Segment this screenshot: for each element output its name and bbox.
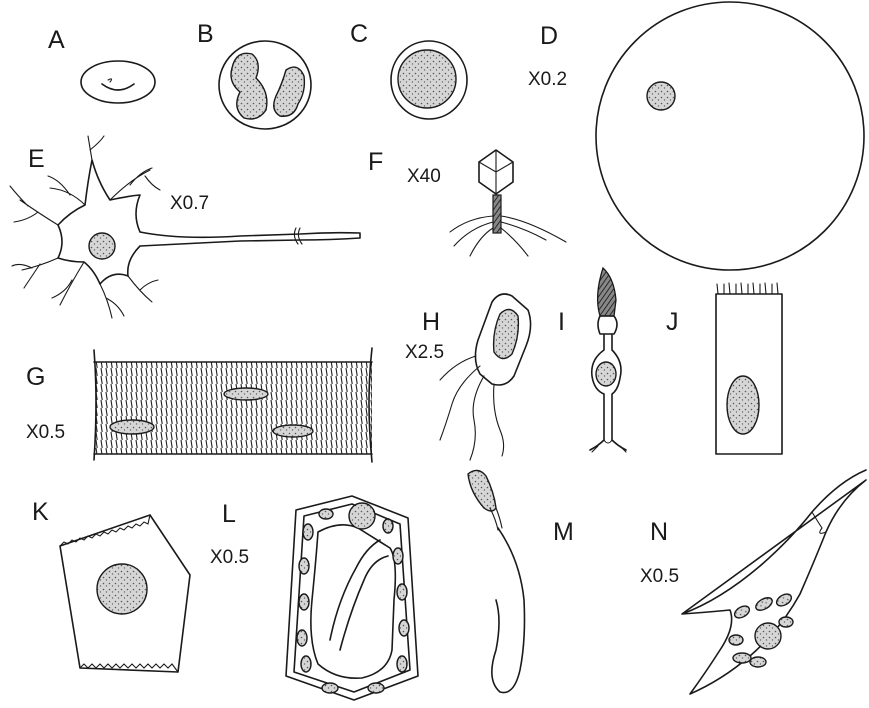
- label-J: J: [666, 308, 679, 336]
- scale-N: X0.5: [640, 566, 679, 587]
- organelles: [729, 592, 793, 667]
- scale-G: X0.5: [26, 422, 65, 443]
- scale-H: X2.5: [405, 342, 444, 363]
- label-K: K: [32, 498, 49, 526]
- label-M: M: [553, 518, 574, 546]
- smooth-muscle-cell-drawing: [682, 470, 866, 694]
- epithelial-cell-drawing: [716, 283, 782, 454]
- label-N: N: [650, 518, 668, 546]
- scale-E: X0.7: [170, 193, 209, 214]
- label-B: B: [197, 20, 214, 48]
- label-C: C: [350, 20, 368, 48]
- bacteriophage-drawing: [450, 150, 566, 256]
- chloroplasts: [297, 509, 409, 693]
- label-L: L: [222, 500, 236, 528]
- lymphocyte-drawing: [391, 41, 467, 119]
- label-G: G: [26, 363, 45, 391]
- red-blood-cell-drawing: [81, 61, 155, 103]
- bacterium-drawing: [440, 294, 531, 460]
- label-E: E: [28, 145, 45, 173]
- scale-F: X40: [407, 166, 441, 187]
- squamous-cell-drawing: [60, 515, 190, 672]
- neuron-drawing: [10, 136, 360, 318]
- neutrophil-drawing: [219, 41, 311, 129]
- label-A: A: [48, 26, 65, 54]
- scale-L: X0.5: [210, 547, 249, 568]
- label-F: F: [368, 148, 383, 176]
- scale-D: X0.2: [528, 69, 567, 90]
- label-D: D: [540, 22, 558, 50]
- egg-cell-drawing: [596, 2, 864, 270]
- rod-cell-drawing: [590, 268, 626, 452]
- muscle-fiber-drawing: [94, 348, 372, 462]
- plant-cell-drawing: [286, 496, 418, 700]
- sperm-cell-drawing: [468, 470, 525, 692]
- label-I: I: [558, 308, 565, 336]
- label-H: H: [422, 308, 440, 336]
